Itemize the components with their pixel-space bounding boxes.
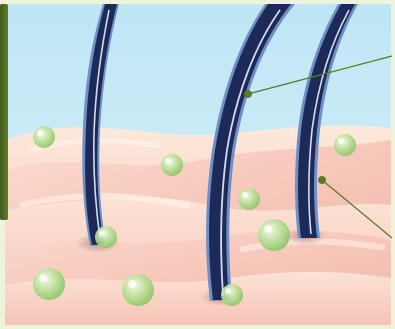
bubble (95, 226, 117, 248)
bubble (161, 154, 183, 176)
callout-dot-hair-shaft (244, 90, 252, 98)
bubble (221, 284, 243, 306)
bubble (122, 274, 154, 306)
skin-surface (5, 125, 391, 325)
bubble (33, 268, 65, 300)
bubble (33, 126, 55, 148)
bubble (258, 219, 290, 251)
side-panel (0, 4, 8, 220)
bubble (334, 134, 356, 156)
callout-dot-skin-surface (318, 176, 326, 184)
bubble (238, 188, 260, 210)
